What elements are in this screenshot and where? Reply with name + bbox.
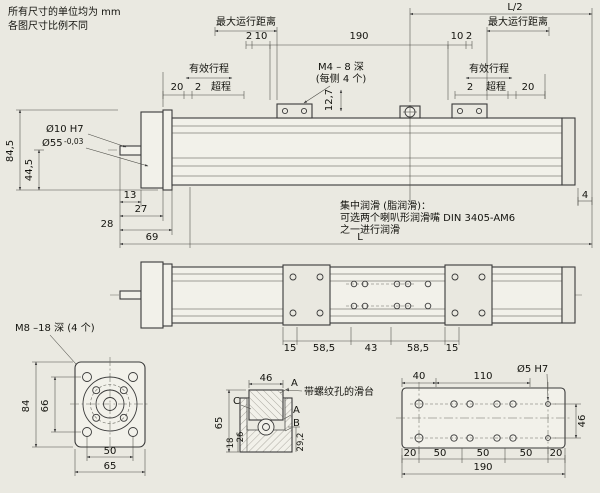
dim-seg-10a: 10 xyxy=(255,31,268,42)
carriage-view-dimensions: 40 110 Ø5 H7 46 20 50 50 50 20 190 xyxy=(401,363,588,478)
dim-190: 190 xyxy=(473,462,492,473)
dim-20-left: 20 xyxy=(171,82,184,93)
section-view-dimensions: 46 65 18 26 29,2 A C A B 带螺纹孔的滑台 xyxy=(214,373,374,453)
dim-58-5b: 58,5 xyxy=(407,343,429,354)
dim-65-flange: 65 xyxy=(104,461,117,472)
dim-4: 4 xyxy=(582,190,588,201)
callout-m4: M4 – 8 深 xyxy=(318,61,364,73)
callout-dia10: Ø10 H7 xyxy=(46,123,84,135)
dim-110: 110 xyxy=(473,371,492,382)
mark-b: B xyxy=(293,418,300,429)
dim-84-5: 84,5 xyxy=(5,140,16,162)
dim-13: 13 xyxy=(124,190,137,201)
section-view-geometry xyxy=(239,389,293,453)
dim-seg-190: 190 xyxy=(349,31,368,42)
dim-stroke-right: 有效行程 xyxy=(469,62,509,75)
dim-58-5a: 58,5 xyxy=(313,343,335,354)
dim-seg-2a: 2 xyxy=(246,31,252,42)
dim-28: 28 xyxy=(101,219,114,230)
dim-seg-2b: 2 xyxy=(466,31,472,42)
note-threaded-slide: 带螺纹孔的滑台 xyxy=(304,385,374,398)
plan-view-geometry xyxy=(110,261,582,329)
dim-46-section: 46 xyxy=(260,373,273,384)
note-lube-1: 集中润滑 (脂润滑)： xyxy=(340,199,431,212)
dim-18: 18 xyxy=(226,438,236,449)
dim-84: 84 xyxy=(21,400,32,413)
dim-46-carriage: 46 xyxy=(577,415,588,428)
callout-m8: M8 –18 深 (4 个) xyxy=(15,322,95,334)
dim-b20a: 20 xyxy=(404,448,417,459)
dim-seg-10b: 10 xyxy=(451,31,464,42)
dim-26: 26 xyxy=(236,432,246,443)
callout-m4-sub: (每侧 4 个) xyxy=(316,72,367,85)
dim-65-section: 65 xyxy=(214,417,225,430)
plan-view-dimensions: 15 58,5 43 58,5 15 xyxy=(282,327,460,354)
flange-view-dimensions: 84 66 50 65 xyxy=(21,361,146,476)
callout-dia55: Ø55 xyxy=(42,137,63,149)
dim-2-left: 2 xyxy=(195,82,201,93)
dim-b20b: 20 xyxy=(550,448,563,459)
dim-27: 27 xyxy=(135,204,148,215)
note-units: 所有尺寸的单位均为 mm xyxy=(8,5,121,18)
carriage-view-geometry xyxy=(396,382,572,454)
main-view-geometry xyxy=(108,103,576,191)
dim-max-travel-left: 最大运行距离 xyxy=(216,15,276,28)
dim-stroke-left: 有效行程 xyxy=(189,62,229,75)
overtravel-label-left: 超程 xyxy=(211,80,231,93)
dim-66: 66 xyxy=(40,400,51,413)
main-view-dimensions: L/2 最大运行距离 最大运行距离 2 10 190 10 2 有效行程 20 … xyxy=(5,2,593,248)
note-scale: 各图尺寸比例不同 xyxy=(8,19,88,32)
dim-max-travel-right: 最大运行距离 xyxy=(488,15,548,28)
callout-dia55-tol: -0,03 xyxy=(64,137,84,146)
dim-29-2: 29,2 xyxy=(296,433,306,452)
dim-b50c: 50 xyxy=(520,448,533,459)
mark-a2: A xyxy=(293,405,300,416)
dim-b50a: 50 xyxy=(434,448,447,459)
mark-c: C xyxy=(233,396,240,407)
callout-dia5: Ø5 H7 xyxy=(517,363,548,375)
dim-69: 69 xyxy=(146,232,159,243)
dim-b50b: 50 xyxy=(477,448,490,459)
dim-50: 50 xyxy=(104,446,117,457)
dim-40: 40 xyxy=(413,371,426,382)
dim-12-7: 12,7 xyxy=(324,89,335,111)
dim-15b: 15 xyxy=(446,343,459,354)
flange-view-geometry: M8 –18 深 (4 个) xyxy=(15,322,150,452)
dim-20-right: 20 xyxy=(522,82,535,93)
note-lube-2: 可选两个喇叭形润滑嘴 DIN 3405-AM6 xyxy=(340,211,515,224)
dim-44-5: 44,5 xyxy=(24,159,35,181)
note-lube-3: 之一进行润滑 xyxy=(340,223,400,236)
dim-2-right: 2 xyxy=(467,82,473,93)
overtravel-label-right: 超程 xyxy=(486,80,506,93)
mark-a1: A xyxy=(291,378,298,389)
dim-L: L xyxy=(357,232,363,243)
dim-15a: 15 xyxy=(284,343,297,354)
dim-l-half: L/2 xyxy=(507,2,522,13)
dim-43: 43 xyxy=(365,343,378,354)
